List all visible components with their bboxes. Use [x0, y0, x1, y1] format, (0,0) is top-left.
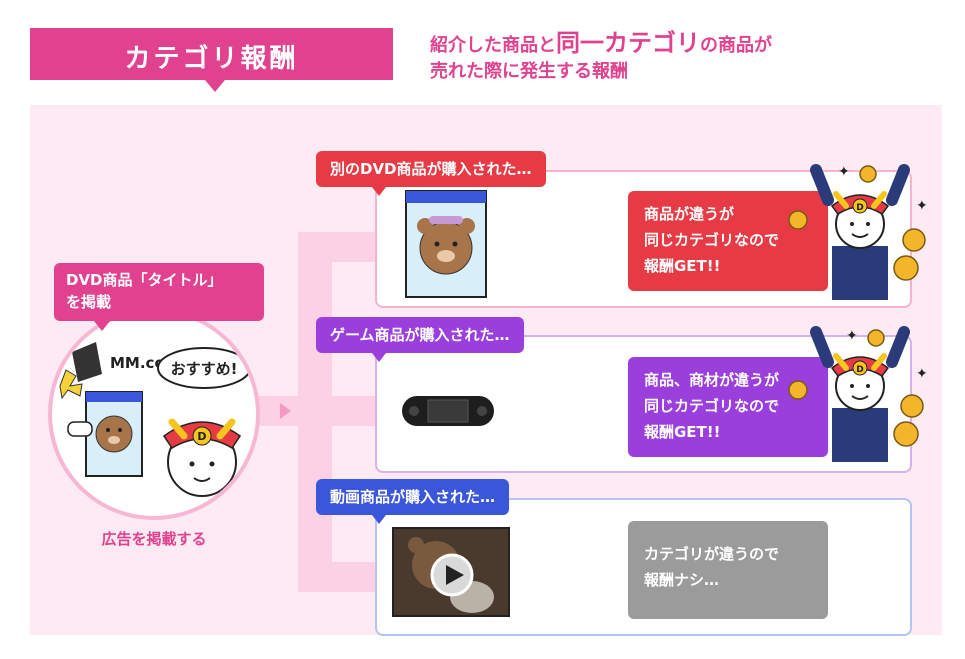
title-pointer: [205, 80, 225, 92]
result-dvd-line-1: 商品が違うが: [644, 205, 735, 223]
arrow-main: [280, 403, 291, 419]
mascot-1-letter: D: [856, 203, 863, 213]
ad-bubble-tail: [94, 321, 110, 331]
trigger-dvd: 別のDVD商品が購入された…: [316, 151, 546, 196]
dvd-thumbnail: [405, 190, 487, 298]
mascot-happy-1: ✦ ✦ D: [776, 160, 936, 300]
result-video: カテゴリが違うので 報酬ナシ…: [628, 521, 828, 619]
mascot-happy-2: ✦ ✦ D: [776, 322, 936, 462]
trigger-dvd-tail: [372, 187, 386, 196]
speech-text: おすすめ!: [171, 360, 238, 378]
result-dvd-line-3: 報酬GET!!: [644, 257, 721, 275]
trigger-game: ゲーム商品が購入された…: [316, 317, 524, 362]
video-thumbnail: [392, 527, 510, 617]
svg-text:✦: ✦: [916, 198, 928, 214]
desc-post: の商品が: [700, 35, 772, 56]
trigger-dvd-label: 別のDVD商品が購入された…: [330, 160, 532, 178]
svg-text:✦: ✦: [846, 328, 858, 344]
ad-caption: 広告を掲載する: [101, 530, 207, 548]
ad-illustration: MM.co おすすめ! D: [48, 308, 260, 520]
description-line-2: 売れた際に発生する報酬: [430, 61, 628, 82]
connector-horizontal-main: [258, 396, 300, 426]
trigger-video: 動画商品が購入された…: [316, 479, 510, 524]
ad-bubble: DVD商品「タイトル」 を掲載: [54, 263, 264, 331]
game-console-thumbnail: [400, 388, 496, 432]
desc-emphasis: 同一カテゴリ: [556, 29, 700, 57]
description: 紹介した商品と同一カテゴリの商品が 売れた際に発生する報酬: [430, 30, 772, 85]
trigger-game-tail: [372, 353, 386, 362]
ad-illustration-svg: MM.co おすすめ! D: [59, 342, 251, 497]
svg-text:✦: ✦: [916, 366, 928, 382]
result-game-line-1: 商品、商材が違うが: [644, 371, 780, 389]
result-game-line-3: 報酬GET!!: [644, 423, 721, 441]
mascot-letter: D: [197, 430, 206, 443]
result-video-line-2: 報酬ナシ…: [644, 571, 720, 589]
title-tab: カテゴリ報酬: [30, 28, 393, 92]
result-video-line-1: カテゴリが違うので: [644, 545, 780, 563]
page-title: カテゴリ報酬: [124, 44, 299, 74]
trigger-game-label: ゲーム商品が購入された…: [330, 326, 510, 344]
desc-pre: 紹介した商品と: [430, 35, 556, 56]
result-game: 商品、商材が違うが 同じカテゴリなので 報酬GET!!: [628, 357, 828, 457]
result-dvd-line-2: 同じカテゴリなので: [644, 231, 780, 249]
ad-bubble-line-2: を掲載: [66, 293, 112, 311]
ad-bubble-line-1: DVD商品「タイトル」: [66, 271, 223, 289]
result-game-line-2: 同じカテゴリなので: [644, 397, 780, 415]
logo-text: MM.co: [110, 354, 165, 372]
svg-text:✦: ✦: [838, 164, 850, 180]
description-line-1: 紹介した商品と同一カテゴリの商品が: [430, 30, 772, 59]
mascot-2-letter: D: [856, 365, 863, 375]
result-dvd: 商品が違うが 同じカテゴリなので 報酬GET!!: [628, 191, 828, 291]
trigger-video-label: 動画商品が購入された…: [330, 488, 496, 506]
trigger-video-tail: [372, 515, 386, 524]
